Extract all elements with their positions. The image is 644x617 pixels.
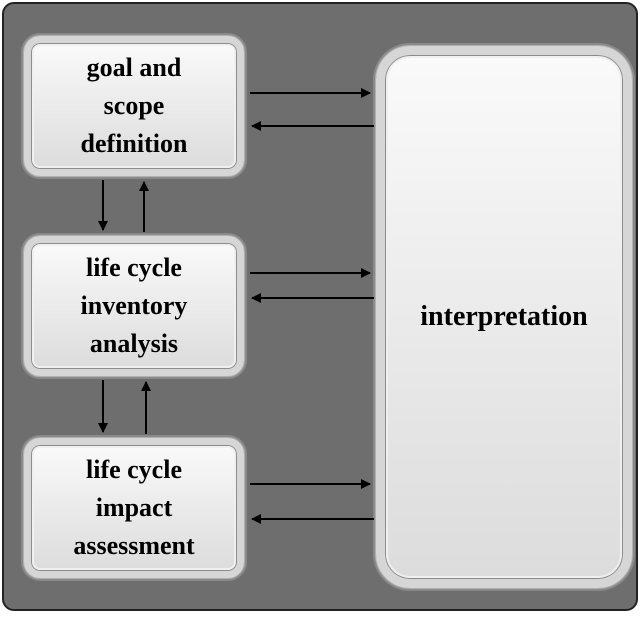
life-cycle-impact-assessment-label: life cycle impact assessment <box>73 455 195 560</box>
life-cycle-inventory-analysis-label: life cycle inventory analysis <box>80 253 188 358</box>
life-cycle-inventory-analysis-box: life cycle inventory analysis <box>24 236 244 376</box>
interpretation-label: interpretation <box>420 301 588 332</box>
goal-and-scope-definition-label: goal and scope definition <box>80 53 188 158</box>
life-cycle-impact-assessment-box: life cycle impact assessment <box>24 438 244 578</box>
goal-and-scope-definition-box: goal and scope definition <box>24 36 244 176</box>
interpretation-box: interpretation <box>376 46 632 588</box>
